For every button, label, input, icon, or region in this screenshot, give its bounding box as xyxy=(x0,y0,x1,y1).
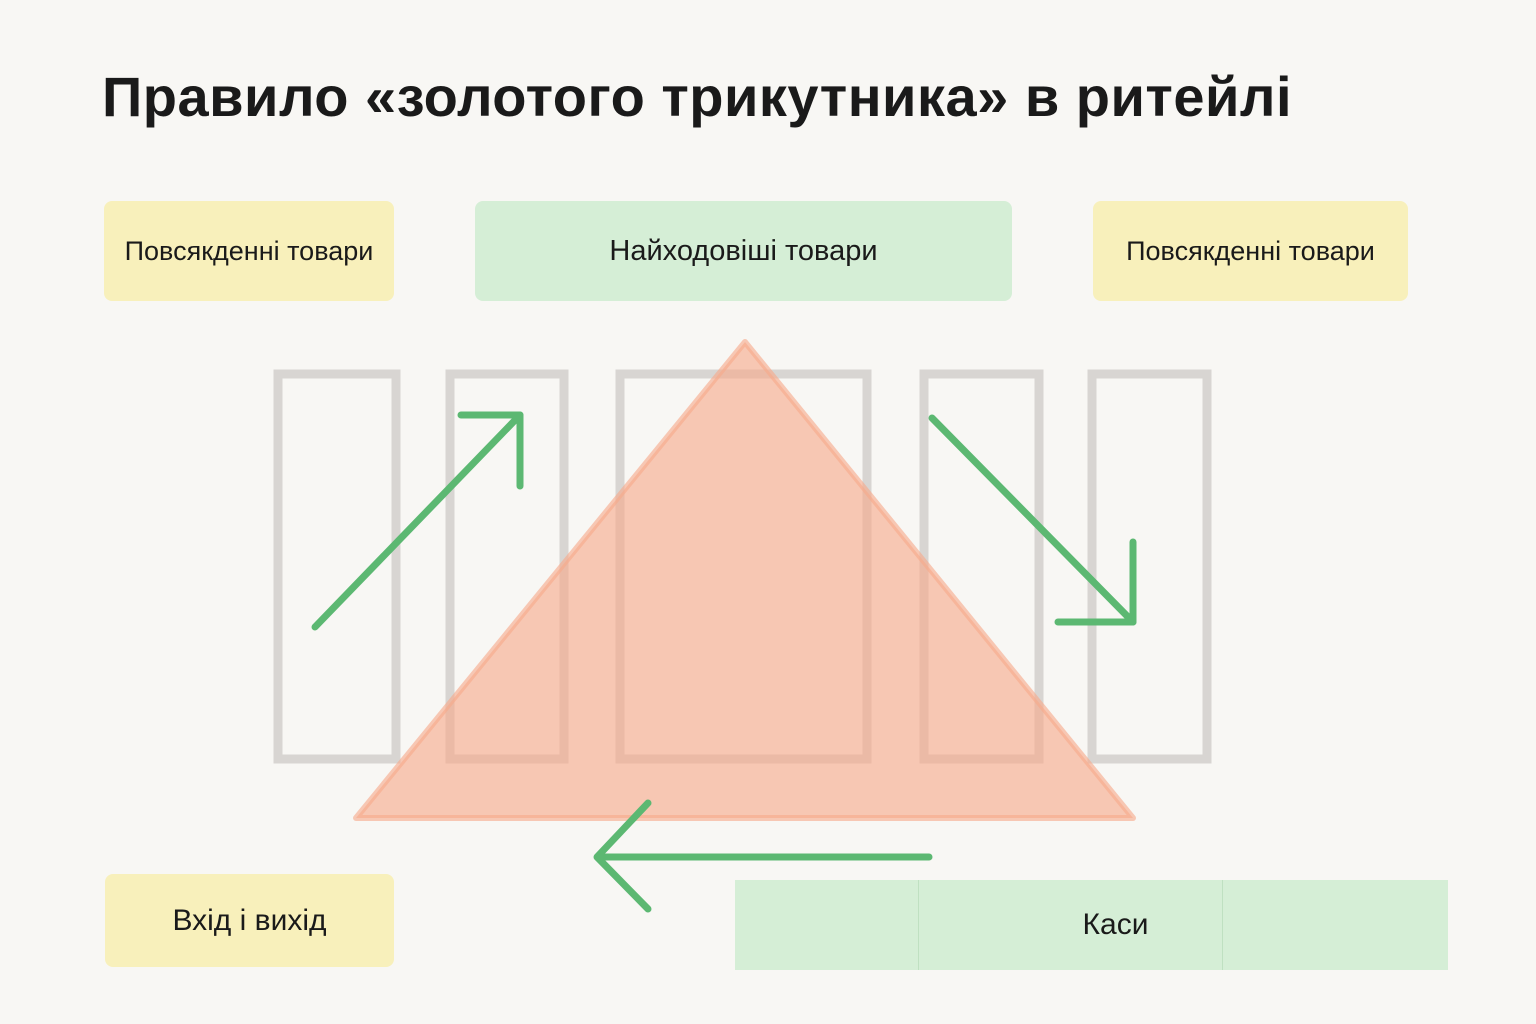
zone-everyday-goods-left: Повсякденні товари xyxy=(104,201,394,301)
arrow-up-right-icon xyxy=(311,411,524,631)
arrow-down-right-icon xyxy=(928,414,1137,626)
checkout-divider xyxy=(1222,880,1223,970)
zone-entrance-exit-label: Вхід і вихід xyxy=(172,903,327,937)
arrow-left-icon xyxy=(593,799,933,913)
zone-bestsellers: Найходовіші товари xyxy=(475,201,1012,301)
shelf xyxy=(273,369,401,764)
checkout-divider xyxy=(918,880,919,970)
zone-checkouts-label: Каси xyxy=(1082,908,1149,941)
zone-everyday-goods-left-label: Повсякденні товари xyxy=(124,235,374,266)
golden-triangle xyxy=(353,339,1136,821)
zone-everyday-goods-right: Повсякденні товари xyxy=(1093,201,1408,301)
shelf xyxy=(1087,369,1212,764)
zone-bestsellers-label: Найходовіші товари xyxy=(609,234,878,267)
page-title: Правило «золотого трикутника» в ритейлі xyxy=(102,65,1293,128)
zone-checkouts: Каси xyxy=(735,880,1448,970)
zone-entrance-exit: Вхід і вихід xyxy=(105,874,394,967)
zone-everyday-goods-right-label: Повсякденні товари xyxy=(1126,235,1375,266)
